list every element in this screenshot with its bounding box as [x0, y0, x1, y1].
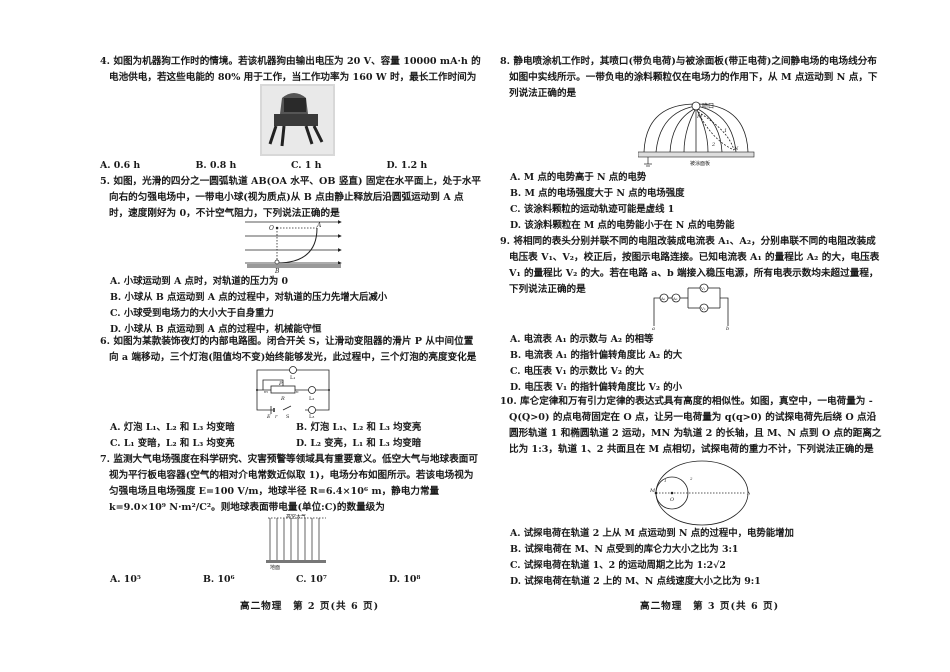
- option-b: B. M 点的电场强度大于 N 点的电场强度: [510, 188, 685, 199]
- svg-text:L₁: L₁: [290, 375, 295, 381]
- night-lamp-circuit-diagram: L₁ P R m n L₂ L₃ E r S: [255, 366, 335, 420]
- option-a: A. 电流表 A₁ 的示数与 A₂ 的相等: [510, 334, 654, 345]
- option-b: B. 试探电荷在 M、N 点受到的库仑力大小之比为 3:1: [510, 544, 739, 555]
- question-7: 7. 监测大气电场强度在科学研究、灾害预警等领域具有重要意义。低空大气与地球表面…: [100, 452, 482, 516]
- svg-text:A₁: A₁: [660, 296, 666, 301]
- option-a: A. 小球运动到 A 点时，对轨道的压力为 0: [110, 276, 289, 287]
- option-a: A. M 点的电势高于 N 点的电势: [510, 172, 647, 183]
- question-9-options: A. 电流表 A₁ 的示数与 A₂ 的相等 B. 电流表 A₁ 的指针偏转角度比…: [510, 332, 885, 396]
- option-a: A. 试探电荷在轨道 2 上从 M 点运动到 N 点的过程中，电势能增加: [510, 528, 794, 539]
- svg-text:R: R: [280, 396, 285, 402]
- svg-text:被涂面板: 被涂面板: [690, 160, 710, 167]
- atmospheric-field-diagram: 高空大气 地面: [266, 513, 336, 571]
- option-d: D. 小球从 B 点运动到 A 点的过程中，机械能守恒: [110, 324, 322, 335]
- question-4: 4. 如图为机器狗工作时的情境。若该机器狗由输出电压为 20 V、容量 1000…: [100, 54, 482, 86]
- svg-text:P: P: [278, 381, 283, 387]
- svg-text:L₂: L₂: [309, 396, 314, 402]
- option-d: D. 电压表 V₁ 的指针偏转角度比 V₂ 的小: [510, 382, 683, 393]
- question-4-options: A. 0.6 h B. 0.8 h C. 1 h D. 1.2 h: [100, 158, 482, 174]
- question-6-stem: 6. 如图为某款装饰夜灯的内部电路图。闭合开关 S，让滑动变阻器的滑片 P 从中…: [100, 336, 477, 363]
- electrostatic-sprayer-diagram: 喷口 被涂面板 M N 1 2: [637, 100, 758, 168]
- question-5: 5. 如图，光滑的四分之一圆弧轨道 AB(OA 水平、OB 竖直) 固定在水平面…: [100, 174, 482, 222]
- svg-text:地面: 地面: [270, 564, 280, 570]
- svg-text:M: M: [696, 114, 703, 120]
- svg-text:高空大气: 高空大气: [286, 514, 306, 520]
- page-footer-left: 高二物理 第 2 页(共 6 页): [240, 601, 380, 612]
- question-5-options: A. 小球运动到 A 点时，对轨道的压力为 0 B. 小球从 B 点运动到 A …: [110, 274, 482, 338]
- question-6-options: A. 灯泡 L₁、L₂ 和 L₃ 均变暗 B. 灯泡 L₁、L₂ 和 L₃ 均变…: [110, 420, 482, 452]
- svg-text:O: O: [269, 225, 274, 232]
- option-c: C. 电压表 V₁ 的示数比 V₂ 的大: [510, 366, 645, 377]
- svg-text:2: 2: [689, 476, 693, 481]
- svg-text:O: O: [670, 497, 674, 503]
- question-5-stem: 5. 如图，光滑的四分之一圆弧轨道 AB(OA 水平、OB 竖直) 固定在水平面…: [100, 176, 482, 219]
- option-b: B. 电流表 A₁ 的指针偏转角度比 A₂ 的大: [510, 350, 683, 361]
- svg-text:2: 2: [711, 142, 715, 148]
- svg-text:喷口: 喷口: [702, 102, 714, 110]
- svg-text:N: N: [733, 146, 739, 152]
- meter-circuit-diagram: A₁ A₂ V₁ V₂ a b: [648, 282, 738, 332]
- svg-text:1: 1: [724, 128, 727, 134]
- option-d: D. 10⁸: [389, 574, 421, 585]
- option-c: C. 试探电荷在轨道 1、2 的运动周期之比为 1:2√2: [510, 560, 726, 571]
- svg-text:B: B: [274, 268, 280, 273]
- question-7-stem: 7. 监测大气电场强度在科学研究、灾害预警等领域具有重要意义。低空大气与地球表面…: [100, 454, 478, 513]
- option-c: C. 小球受到电场力的大小大于自身重力: [110, 308, 274, 319]
- question-8-stem: 8. 静电喷涂机工作时，其喷口(带负电荷)与被涂面板(带正电荷)之间静电场的电场…: [500, 56, 878, 99]
- option-a: A. 10⁵: [110, 574, 141, 585]
- svg-text:b: b: [726, 326, 729, 330]
- svg-text:N: N: [746, 491, 750, 497]
- option-c: C. L₁ 变暗，L₂ 和 L₃ 均变亮: [110, 438, 235, 449]
- svg-text:S: S: [286, 414, 290, 418]
- svg-text:r: r: [275, 414, 278, 418]
- svg-text:a: a: [652, 326, 655, 330]
- option-d: D. 该涂料颗粒在 M 点的电势能小于在 N 点的电势能: [510, 220, 735, 231]
- quarter-arc-field-diagram: O A B: [245, 218, 345, 275]
- page-footer-right: 高二物理 第 3 页(共 6 页): [640, 601, 780, 612]
- svg-text:n: n: [296, 389, 299, 394]
- orbit-diagram: M N O 1 2: [649, 458, 752, 528]
- question-9: 9. 将相同的表头分别并联不同的电阻改装成电流表 A₁、A₂，分别串联不同的电阻…: [500, 234, 885, 298]
- option-b: B. 灯泡 L₁、L₂ 和 L₃ 均变亮: [296, 422, 422, 433]
- svg-text:V₁: V₁: [700, 286, 706, 291]
- question-8-options: A. M 点的电势高于 N 点的电势 B. M 点的电场强度大于 N 点的电场强…: [510, 170, 885, 234]
- option-d: D. L₂ 变亮，L₁ 和 L₃ 均变暗: [296, 438, 422, 449]
- option-d: D. 试探电荷在轨道 2 上的 M、N 点线速度大小之比为 9:1: [510, 576, 761, 587]
- option-a: A. 0.6 h: [100, 160, 141, 171]
- question-9-stem: 9. 将相同的表头分别并联不同的电阻改装成电流表 A₁、A₂，分别串联不同的电阻…: [500, 236, 880, 295]
- option-c: C. 1 h: [291, 160, 322, 171]
- svg-text:L₃: L₃: [309, 414, 314, 418]
- question-10: 10. 库仑定律和万有引力定律的表达式具有高度的相似性。如图，真空中，一电荷量为…: [500, 394, 885, 458]
- question-8: 8. 静电喷涂机工作时，其喷口(带负电荷)与被涂面板(带正电荷)之间静电场的电场…: [500, 54, 885, 102]
- question-6: 6. 如图为某款装饰夜灯的内部电路图。闭合开关 S，让滑动变阻器的滑片 P 从中…: [100, 334, 482, 366]
- question-4-stem: 4. 如图为机器狗工作时的情境。若该机器狗由输出电压为 20 V、容量 1000…: [100, 56, 481, 83]
- option-b: B. 10⁶: [203, 574, 235, 585]
- option-c: C. 该涂料颗粒的运动轨迹可能是虚线 1: [510, 204, 675, 215]
- question-7-options: A. 10⁵ B. 10⁶ C. 10⁷ D. 10⁸: [110, 572, 482, 588]
- option-d: D. 1.2 h: [386, 160, 428, 171]
- svg-text:1: 1: [664, 478, 667, 483]
- svg-text:A: A: [316, 222, 322, 229]
- option-c: C. 10⁷: [296, 574, 327, 585]
- question-10-options: A. 试探电荷在轨道 2 上从 M 点运动到 N 点的过程中，电势能增加 B. …: [510, 526, 885, 590]
- option-b: B. 小球从 B 点运动到 A 点的过程中，对轨道的压力先增大后减小: [110, 292, 388, 303]
- robot-dog-photo: [260, 84, 335, 156]
- option-b: B. 0.8 h: [195, 160, 237, 171]
- option-a: A. 灯泡 L₁、L₂ 和 L₃ 均变暗: [110, 422, 235, 433]
- svg-text:M: M: [650, 488, 656, 494]
- svg-text:m: m: [264, 389, 268, 394]
- svg-text:V₂: V₂: [700, 306, 706, 311]
- question-10-stem: 10. 库仑定律和万有引力定律的表达式具有高度的相似性。如图，真空中，一电荷量为…: [500, 396, 882, 455]
- svg-text:E: E: [266, 414, 271, 418]
- svg-text:A₂: A₂: [672, 296, 678, 301]
